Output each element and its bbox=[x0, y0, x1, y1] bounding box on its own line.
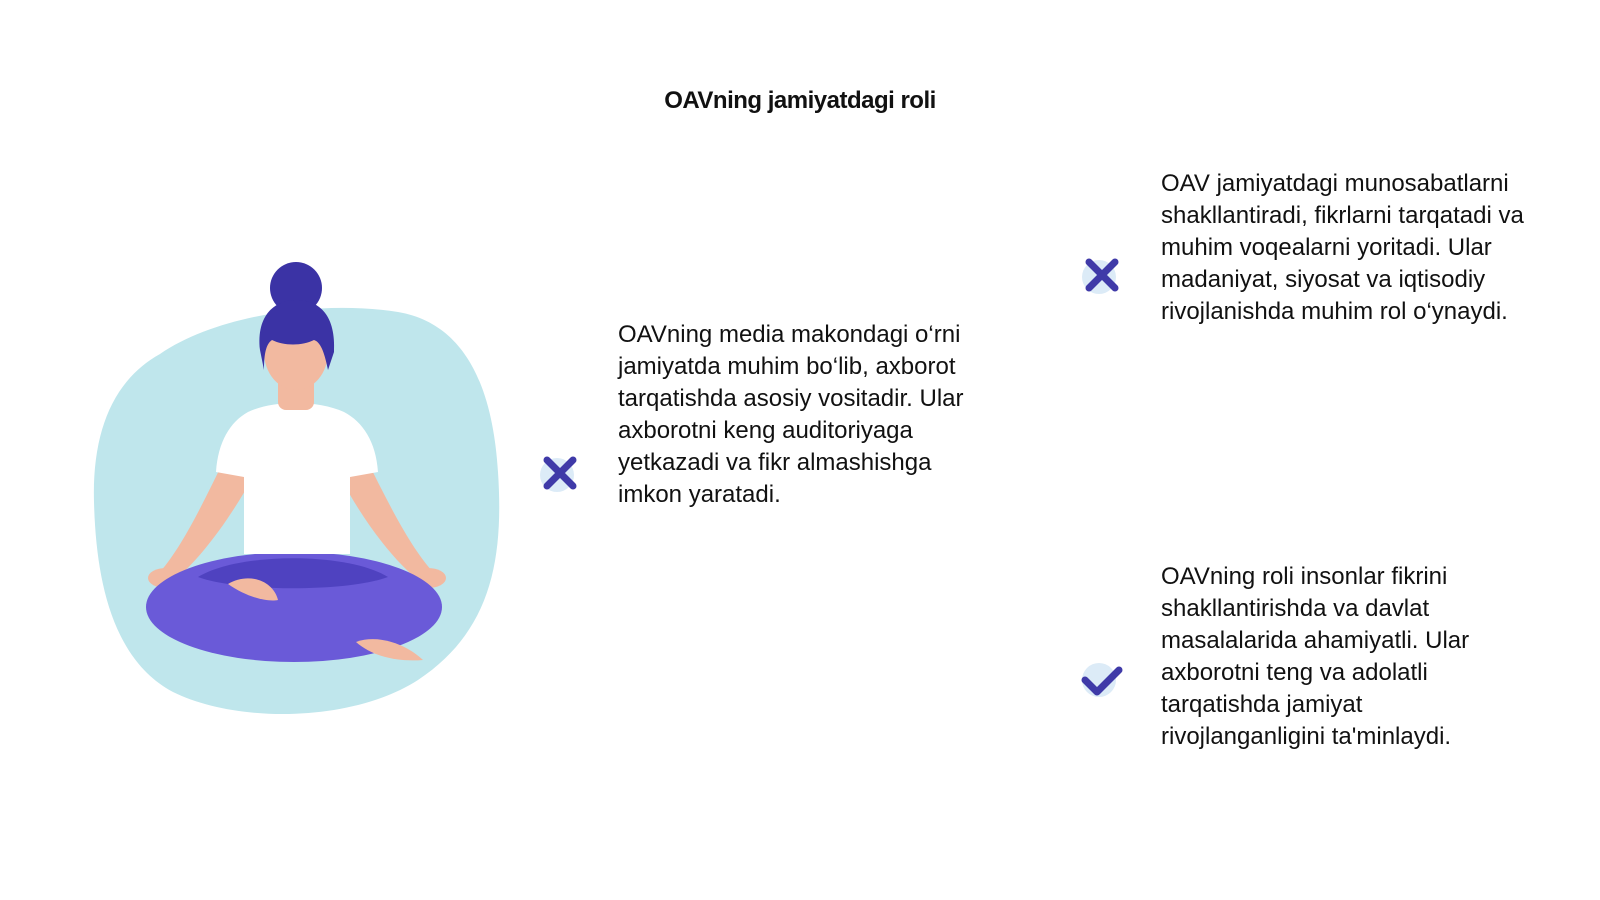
right-foot bbox=[356, 639, 423, 661]
slide-title: OAVning jamiyatdagi roli bbox=[664, 87, 936, 114]
x-mark-icon bbox=[537, 450, 583, 496]
x-mark-icon bbox=[1079, 252, 1125, 298]
item-text-media-space: OAVning media makondagi o‘rni jamiyatda … bbox=[618, 321, 964, 508]
hair bbox=[259, 300, 335, 370]
item-text-relations: OAV jamiyatdagi munosabatlarni shakllant… bbox=[1161, 170, 1524, 325]
shirt bbox=[216, 403, 378, 554]
hair-bun bbox=[270, 262, 322, 314]
left-foot bbox=[228, 578, 278, 601]
item-text-opinion: OAVning roli insonlar fikrini shakllanti… bbox=[1161, 563, 1470, 750]
check-mark-icon bbox=[1079, 658, 1125, 704]
meditation-illustration bbox=[88, 262, 518, 732]
